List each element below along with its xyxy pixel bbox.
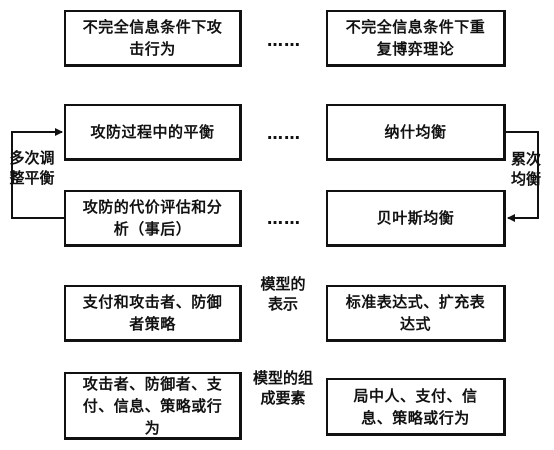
middle-label-line: 模型的组 — [252, 369, 313, 387]
left-box-line: 击行为 — [129, 40, 176, 58]
side-label-left: 多次调 整平衡 — [6, 148, 58, 188]
connector-dots: …… — [267, 209, 301, 228]
side-label-line: 多次调 — [9, 149, 55, 167]
left-box-line: 支付和攻击者、防御 — [82, 293, 223, 311]
left-box-line: 付、信息、策略或行 — [82, 396, 223, 415]
side-label-line: 均衡 — [510, 170, 541, 188]
right-box-nash-equilibrium: 纳什均衡 — [326, 104, 506, 161]
connector-dots: …… — [267, 124, 301, 143]
right-box-bayesian-equilibrium: 贝叶斯均衡 — [326, 190, 506, 247]
right-box-standard-extended-form: 标准表达式、扩充表 达式 — [326, 285, 506, 342]
left-box-incomplete-info-attack: 不完全信息条件下攻 击行为 — [64, 10, 242, 67]
right-box-line: 复博弈理论 — [376, 40, 455, 58]
side-label-line: 累次 — [510, 150, 541, 168]
left-box-cost-evaluation: 攻防的代价评估和分 析（事后） — [64, 190, 242, 247]
left-box-line: 攻击者、防御者、支 — [82, 374, 223, 393]
right-box-line: 纳什均衡 — [384, 123, 447, 141]
side-label-right: 累次 均衡 — [504, 149, 548, 189]
connector-dots: …… — [267, 31, 301, 50]
right-box-line: 达式 — [399, 315, 431, 333]
middle-label-line: 表示 — [267, 295, 298, 313]
left-box-line: 攻防过程中的平衡 — [90, 123, 215, 141]
left-box-line: 攻防的代价评估和分 — [82, 198, 223, 216]
right-box-line: 贝叶斯均衡 — [376, 209, 455, 227]
middle-label-line: 模型的 — [260, 275, 306, 293]
right-box-game-elements: 局中人、支付、信 息、策略或行为 — [326, 378, 506, 436]
middle-label-line: 成要素 — [260, 389, 306, 407]
left-box-attack-defense-balance: 攻防过程中的平衡 — [64, 104, 242, 161]
right-box-line: 不完全信息条件下重 — [345, 18, 486, 36]
left-box-payoff-strategies: 支付和攻击者、防御 者策略 — [64, 285, 242, 342]
left-box-line: 者策略 — [129, 315, 176, 333]
left-box-line: 析（事后） — [113, 220, 192, 238]
right-box-line: 标准表达式、扩充表 — [345, 293, 486, 311]
side-label-line: 整平衡 — [9, 169, 55, 187]
right-box-line: 局中人、支付、信 — [353, 386, 478, 405]
right-box-repeated-game-theory: 不完全信息条件下重 复博弈理论 — [326, 10, 506, 67]
left-box-model-elements: 攻击者、防御者、支 付、信息、策略或行 为 — [64, 372, 242, 440]
left-box-line: 为 — [144, 418, 161, 437]
right-box-line: 息、策略或行为 — [361, 408, 470, 427]
middle-label-model-representation: 模型的 表示 — [248, 274, 318, 314]
middle-label-model-elements: 模型的组 成要素 — [248, 368, 318, 408]
left-box-line: 不完全信息条件下攻 — [82, 18, 223, 36]
